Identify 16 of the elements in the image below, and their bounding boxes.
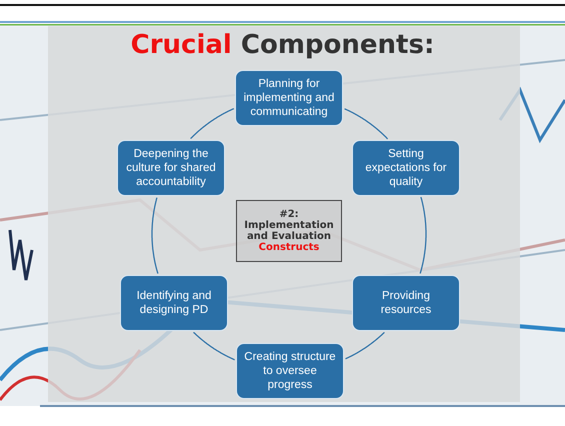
connector-arc — [151, 198, 158, 274]
component-box: Planning for implementing and communicating — [235, 70, 343, 126]
component-box: Providing resources — [352, 275, 460, 331]
component-box: Identifying and designing PD — [120, 275, 228, 331]
connector-arc — [190, 108, 234, 140]
center-subheading: Constructs — [258, 242, 320, 253]
slide-title: Crucial Components: — [130, 30, 436, 60]
connector-arc — [344, 108, 388, 140]
component-box: Setting expectations for quality — [352, 140, 460, 196]
component-box: Creating structure to oversee progress — [236, 343, 344, 399]
connector-arc — [345, 332, 385, 360]
center-heading: #2: Implementation and Evaluation — [243, 209, 335, 242]
connector-arc — [193, 332, 235, 360]
component-box: Deepening the culture for shared accountability — [117, 140, 225, 196]
center-box — [236, 200, 342, 262]
connector-arc — [420, 196, 427, 274]
